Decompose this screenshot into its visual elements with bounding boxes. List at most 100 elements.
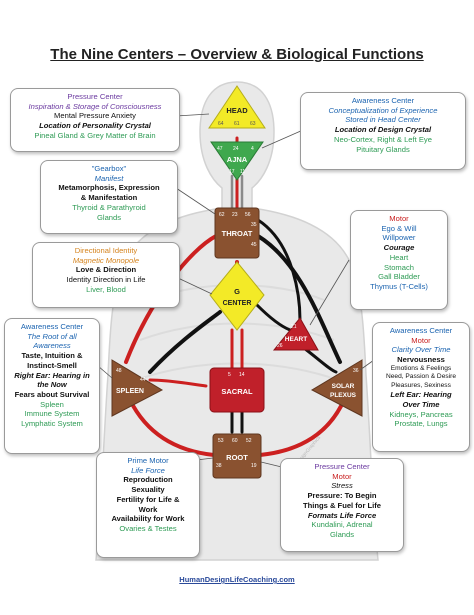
box-line: Work <box>138 504 158 514</box>
box-line: Stomach <box>384 262 414 272</box>
box-line: Stored in Head Center <box>345 115 421 125</box>
gate-label: 61 <box>234 121 240 127</box>
gate-label: 52 <box>246 438 252 444</box>
box-line: Motor <box>332 471 352 481</box>
solar-plexus-label-1: SOLAR <box>332 383 355 390</box>
box-line: Heart <box>389 252 409 262</box>
gate-label: 5 <box>228 372 231 378</box>
box-line: Awareness Center <box>351 96 415 105</box>
ajna-center: AJNA 47 24 4 17 11 <box>210 141 264 181</box>
box-line: Things & Fuel for Life <box>302 500 382 510</box>
gate-label: 62 <box>219 212 225 218</box>
box-line: Clarity Over Time <box>391 345 451 355</box>
g-center-label-2: CENTER <box>223 300 252 307</box>
connector-line <box>177 277 213 295</box>
box-line: Courage <box>383 243 415 253</box>
box-line: Lymphatic System <box>21 419 83 429</box>
channel-solar-root <box>258 398 346 457</box>
gate-label: 56 <box>245 212 251 218</box>
box-line: Willpower <box>382 233 416 243</box>
box-line: Nervousness <box>397 355 445 365</box>
channel-spleen-sacral <box>148 378 208 388</box>
box-line: Mental Pressure Anxiety <box>54 111 136 121</box>
box-line: Reproduction <box>123 475 173 485</box>
channel-g-heart <box>255 303 292 332</box>
ajna-center-label: AJNA <box>227 155 248 164</box>
box-line: Motor <box>389 214 409 223</box>
box-line: Gall Bladder <box>378 272 420 282</box>
gate-label: 23 <box>232 212 238 218</box>
connector-line <box>97 365 113 379</box>
box-line: Prostate, Lungs <box>394 419 448 429</box>
channel-ajna-throat <box>230 174 244 214</box>
box-line: Prime Motor <box>127 456 169 465</box>
head-center: HEAD 64 61 63 <box>208 85 266 129</box>
box-line: Over Time <box>402 399 440 409</box>
box-line: Pituitary Glands <box>356 144 410 154</box>
channel-spleen-sacral-black <box>148 310 222 374</box>
box-line: Availability for Work <box>111 514 185 524</box>
box-line: Kidneys, Pancreas <box>389 409 453 419</box>
box-line: Pineal Gland & Grey Matter of Brain <box>34 130 156 140</box>
throat-center: THROAT 62 23 56 35 45 <box>214 207 260 259</box>
box-line: Pressure: To Begin <box>307 491 377 501</box>
footer-link[interactable]: HumanDesignLifeCoaching.com <box>179 575 295 584</box>
box-line: Right Ear: Hearing in <box>14 370 90 380</box>
box-line: Magnetic Monopole <box>72 255 140 265</box>
connector-line <box>175 187 216 215</box>
box-line: Stress <box>331 481 353 491</box>
root-center: ROOT 53 60 52 38 19 <box>212 433 262 479</box>
box-line: Need, Passion & Desire <box>385 373 456 381</box>
gate-label: 14 <box>239 372 245 378</box>
sacral-center: SACRAL 5 14 <box>209 367 265 413</box>
heart-center: HEART 21 26 <box>272 317 319 351</box>
box-line: Manifest <box>94 173 124 183</box>
box-line: Thyroid & Parathyroid <box>72 202 146 212</box>
box-line: Glands <box>96 212 122 222</box>
root-center-label: ROOT <box>226 453 248 462</box>
box-line: Identity Direction in Life <box>66 275 146 285</box>
channel-throat-solar <box>256 234 342 364</box>
gate-label: 24 <box>233 146 239 152</box>
box-line: Life Force <box>131 465 165 475</box>
box-line: Fears about Survival <box>14 390 90 400</box>
box-line: Metamorphosis, Expression <box>58 183 160 193</box>
box-line: Awareness Center <box>20 322 84 331</box>
solar-plexus-label-2: PLEXUS <box>330 392 357 399</box>
box-line: Awareness Center <box>389 326 453 335</box>
gate-label: 35 <box>251 222 257 228</box>
box-line: Emotions & Feelings <box>390 364 452 372</box>
g-center: G CENTER <box>209 261 265 331</box>
box-line: "Gearbox" <box>91 164 127 173</box>
box-line: Inspiration & Storage of Consciousness <box>28 101 162 111</box>
connector-line <box>175 113 210 117</box>
box-line: Spleen <box>40 399 64 409</box>
gate-label: 38 <box>216 463 222 469</box>
channel-spleen-root <box>128 398 216 457</box>
box-line: Ovaries & Testes <box>119 524 177 534</box>
connector-line <box>261 129 304 149</box>
box-line: Pressure Center <box>314 462 370 471</box>
box-line: the Now <box>37 380 67 390</box>
box-line: Motor <box>411 335 431 345</box>
gate-label: 11 <box>240 169 245 175</box>
box-line: Location of Design Crystal <box>334 125 432 135</box>
channel-sacral-root <box>230 408 244 434</box>
spleen-center-label: SPLEEN <box>116 388 144 395</box>
gate-label: 4 <box>251 146 254 152</box>
solar-plexus-center: SOLAR PLEXUS 36 <box>310 359 363 417</box>
gate-label: 26 <box>277 343 283 349</box>
box-line: Awareness <box>33 341 71 351</box>
box-line: Directional Identity <box>74 246 138 255</box>
box-line: Taste, Intuition & <box>21 351 83 361</box>
connector-line <box>359 359 375 371</box>
box-line: Pressure Center <box>67 92 123 101</box>
gate-label: 63 <box>250 121 256 127</box>
gate-label: 17 <box>229 169 235 175</box>
box-line: Thymus (T-Cells) <box>370 282 428 292</box>
